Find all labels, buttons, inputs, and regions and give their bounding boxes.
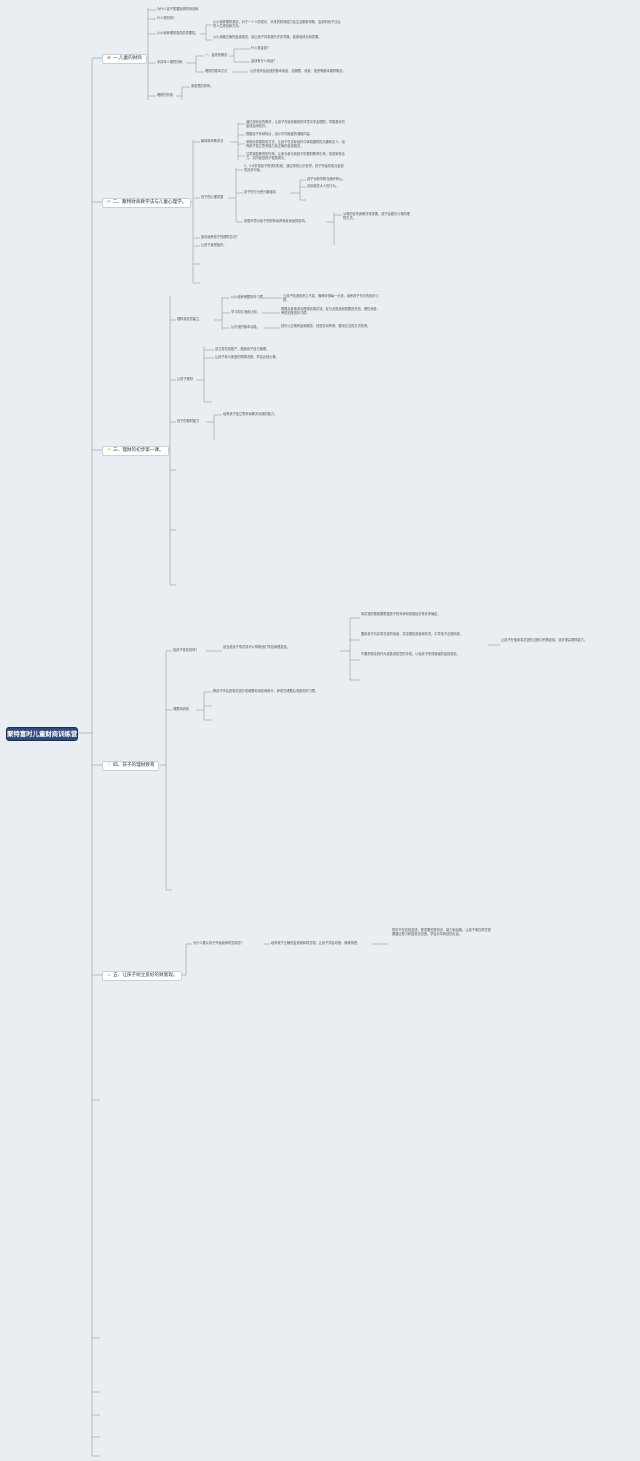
flower-icon: ❀ xyxy=(107,56,111,61)
branch-label: 三、理财的初步第一课。 xyxy=(113,448,164,453)
branch-label: 四、孩子的理财教育 xyxy=(113,763,155,768)
topic-minor-training[interactable]: 未成年人理财训练 xyxy=(157,60,183,64)
branch-4-child-finance-education[interactable]: ♡四、孩子的理财教育 xyxy=(102,761,160,771)
topic-saving-habit[interactable]: 从小培养储蓄的好习惯。 xyxy=(231,295,267,299)
pencil-icon: ✍ xyxy=(107,200,111,205)
topic-spending-plan-note[interactable]: 根据自身需求合理规划零花钱，区分必需品和想要的东西，理性消费，养成记账的好习惯。 xyxy=(281,307,380,316)
topic-finance-ability[interactable]: 孩子的理财能力 xyxy=(177,419,200,423)
topic-method-note-4[interactable]: 注重家庭教育的作用，让家长参与到孩子的理财教育中来，形成家校合力，共同促进孩子健… xyxy=(246,152,345,161)
topic-imitation[interactable]: 喜欢模仿大人的行为。 xyxy=(307,184,339,188)
branch-label: 五、让孩子树立良好的财富观。 xyxy=(113,973,178,978)
topic-why-from-child[interactable]: 为什么要从孩子开始培养财富观念？ xyxy=(193,941,244,945)
heart-icon: ♡ xyxy=(107,763,112,768)
topic-parents-example[interactable]: 父母的言传身教非常重要，孩子会模仿父母的理财方式。 xyxy=(343,212,410,221)
topic-money-concept[interactable]: 一、金钱的概念 xyxy=(205,53,228,57)
topic-child-psychology[interactable]: 孩子的心理发展 xyxy=(201,195,224,199)
topic-psychology-note-0[interactable]: 1、0-6岁是孩子的感知阶段，通过感官认识世界，孩子开始形成对金钱的初步印象。 xyxy=(244,164,344,173)
topic-why-train[interactable]: 为什么孩子需要接受财商训练 xyxy=(157,7,199,11)
branch-1-children-wealth[interactable]: ❀一.儿童的财商 xyxy=(102,54,147,64)
topic-money-function[interactable]: 认识钱的基本功能。 xyxy=(231,325,260,329)
topic-curiosity[interactable]: 孩子对新事物充满好奇心。 xyxy=(307,177,346,181)
topic-early-importance[interactable]: 从小培养理财观念的重要性。 xyxy=(157,31,199,35)
topic-let-child-manage[interactable]: 让孩子理财 xyxy=(177,377,193,381)
topic-method-note-3[interactable]: 采用情景模拟的方式，让孩子在实际操作中体验理财的乐趣和意义，培养孩子独立思考能力… xyxy=(246,140,345,149)
topic-finance-role[interactable]: 理财的作用 xyxy=(157,93,173,97)
topic-allowance-note[interactable]: 适当给孩子零花钱可以帮助他们学会管理金钱。 xyxy=(223,645,290,649)
topic-early-importance-note-1[interactable]: 从小培养理财观念，对于一个人的成长、未来的财商能力及生活都有帮助，会影响孩子日后… xyxy=(213,20,341,29)
topic-method-note-1[interactable]: 通过游戏化的教学，让孩子在轻松愉快的环境中学会理财，掌握基本的金钱运用知识。 xyxy=(246,120,345,129)
branch-label: 一.儿童的财商 xyxy=(112,56,142,61)
topic-allowance-agreement[interactable]: 要和孩子约定零花钱的用途，并定期检查使用情况，引导孩子合理消费。 xyxy=(361,632,463,636)
topic-independent-thinking[interactable]: 培养孩子独立思考和解决问题的能力。 xyxy=(223,412,278,416)
sun-icon: ☀ xyxy=(107,448,112,453)
topic-basic-method-note[interactable]: 认识钱币及金钱的基本用途，如储蓄、消费、投资等基本理财概念。 xyxy=(250,69,346,73)
topic-money-use[interactable]: 金钱有什么用途？ xyxy=(251,59,277,63)
topic-spending-plan[interactable]: 学习制订消费计划。 xyxy=(231,310,260,314)
topic-what-is-fq[interactable]: 什么是财商? xyxy=(157,16,175,20)
topic-basic-method[interactable]: 理财的基本方法 xyxy=(205,69,228,73)
topic-teaching-method[interactable]: 聚特财商教学法 xyxy=(201,139,224,143)
branch-5-wealth-view[interactable]: ♨五、让孩子树立良好的财富观。 xyxy=(102,971,183,981)
branch-2-teaching-method[interactable]: ✍二、聚特财商教学法与儿童心理学。 xyxy=(102,198,192,208)
topic-give-allowance[interactable]: 给孩子零花钱吗？ xyxy=(173,648,199,652)
topic-money-function-note[interactable]: 钱可以交换商品和服务，钱是劳动所得，要用正当的方式获得。 xyxy=(281,324,371,328)
topic-awareness[interactable]: 如何培养孩子的理财意识？ xyxy=(201,235,240,239)
topic-shopping-decision[interactable]: 让孩子参与家庭的购物决策，学会比较价格。 xyxy=(215,355,279,359)
topic-allowance-not-reward[interactable]: 不要把零花钱作为奖励或惩罚的手段，以免孩子形成错误的金钱观念。 xyxy=(361,652,460,656)
topic-early-importance-note-2[interactable]: 从小灌输正确的金钱观念，能让孩子将来避开许多弯路，健康地成长和发展。 xyxy=(213,35,322,39)
topic-allowance-experience[interactable]: 让孩子在使用零花钱的过程中积累经验，逐步提高理财能力。 xyxy=(501,638,588,642)
topic-family-fq[interactable]: 家庭里的财商。 xyxy=(191,84,214,88)
topic-setbacks[interactable]: 让孩子接受挫折。 xyxy=(201,243,227,247)
topic-what-is-money[interactable]: 什么是金钱？ xyxy=(251,46,271,50)
topic-concept-building[interactable]: 理财观念的建立 xyxy=(177,317,200,321)
topic-allowance-account[interactable]: 设立零花钱账户，鼓励孩子自己管理。 xyxy=(215,347,270,351)
branch-3-first-lesson[interactable]: ☀三、理财的初步第一课。 xyxy=(102,446,169,456)
topic-split-allowance[interactable]: 教孩子学会把零花钱分成储蓄和消费两部分，养成先储蓄后消费的好习惯。 xyxy=(213,689,319,693)
topic-family-environment[interactable]: 家庭环境对孩子的财商培养有着深远的影响。 xyxy=(244,219,308,223)
topic-saving-spending[interactable]: 储蓄和消费 xyxy=(173,707,189,711)
topic-interest-driven[interactable]: 孩子的行为受兴趣驱动 xyxy=(244,190,276,194)
topic-saving-habit-note[interactable]: 让孩子知道钱来之不易，懂得珍惜每一分钱，培养孩子节约的良好习惯。 xyxy=(283,294,379,303)
topic-correct-money-view[interactable]: 培养孩子正确的金钱观和财富观，让孩子学会珍惜，懂得感恩。 xyxy=(271,941,361,945)
topic-wealth-meaning[interactable]: 财富不仅仅是金钱，更重要的是知识、能力和品格。让孩子明白财富需要通过努力和智慧去… xyxy=(392,928,491,937)
topic-allowance-amount[interactable]: 零花钱的数额要根据孩子的年龄和家庭经济条件来确定。 xyxy=(361,612,441,616)
root-topic[interactable]: 聚特富时儿童财商训练营 xyxy=(6,727,78,741)
topic-method-note-2[interactable]: 根据孩子年龄特点，设计不同难度的课程内容。 xyxy=(246,132,313,136)
target-icon: ♨ xyxy=(107,973,112,978)
branch-label: 二、聚特财商教学法与儿童心理学。 xyxy=(112,200,187,205)
